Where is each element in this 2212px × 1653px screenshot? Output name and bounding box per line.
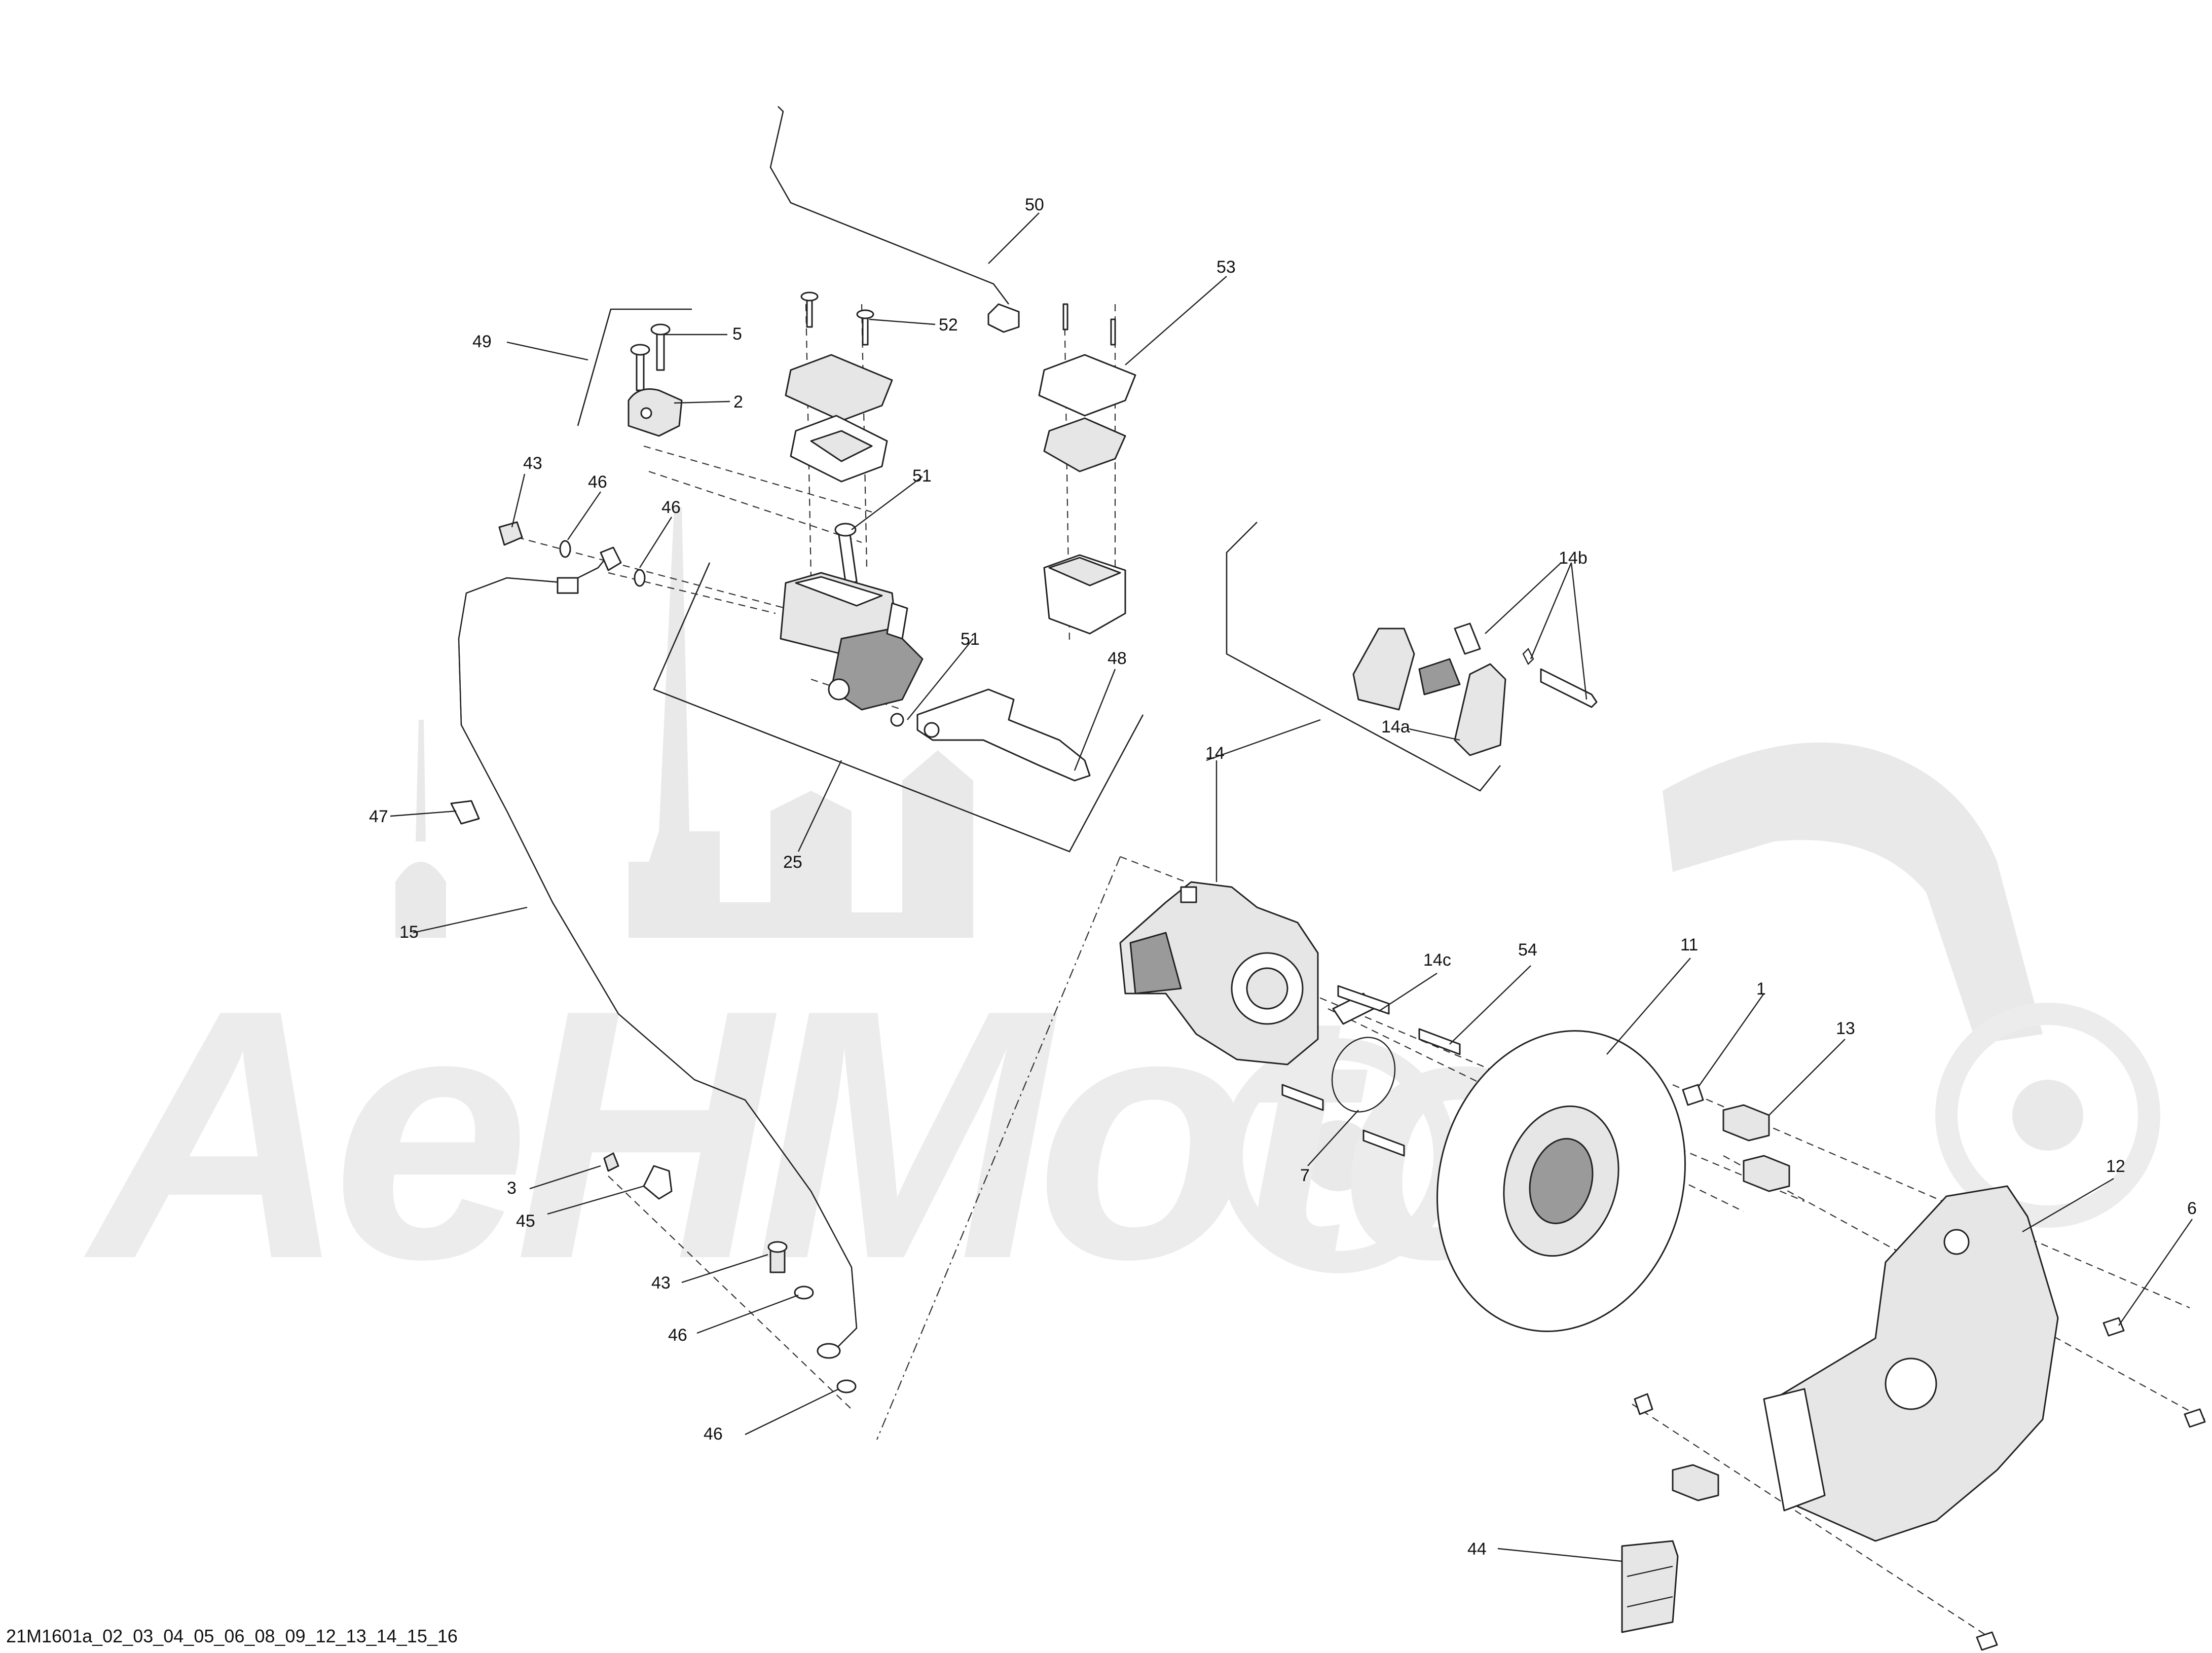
reservoir-53: [1038, 354, 1136, 635]
brake-pads-14a: [1352, 628, 1506, 756]
bolt-1: [1682, 1084, 1704, 1106]
callout-47: 47: [369, 807, 388, 826]
lever-48: [890, 688, 1091, 782]
group-25-box: [653, 562, 1144, 853]
callout-25: 25: [783, 853, 802, 872]
callout-1: 1: [1756, 979, 1766, 999]
callout-44: 44: [1467, 1539, 1487, 1559]
callout-46-c: 46: [668, 1326, 687, 1345]
callout-52: 52: [939, 315, 958, 335]
callout-3: 3: [507, 1179, 517, 1198]
o-ring-7: [1331, 1037, 1396, 1113]
spacers-13: [1634, 1104, 1790, 1501]
screws-52: [800, 291, 1116, 346]
callout-12: 12: [2106, 1157, 2125, 1176]
group-lines: [577, 308, 1501, 853]
nut-3: [603, 1152, 619, 1172]
drawing-code: 21M1601a_02_03_04_05_06_08_09_12_13_14_1…: [6, 1626, 458, 1646]
callout-46-b: 46: [661, 498, 681, 517]
callout-14c: 14c: [1423, 950, 1451, 970]
watermark-spire: [629, 507, 973, 938]
leader-lines: [390, 212, 2193, 1562]
callout-14: 14: [1205, 744, 1225, 763]
callout-54: 54: [1518, 940, 1537, 960]
callout-labels: 50 53 49 5 52 2 43 46 46 51 51 48 25 47 …: [369, 195, 2197, 1559]
brake-rod-50: [769, 106, 1020, 333]
group-49-bracket: [577, 308, 692, 426]
banjo-bolt-top: [498, 521, 646, 587]
watermark-dome: [395, 720, 446, 938]
callout-48: 48: [1108, 649, 1127, 668]
callout-51-a: 51: [912, 466, 932, 486]
disc-guard-12: [1763, 1185, 2059, 1542]
callout-15: 15: [399, 923, 419, 942]
callout-43-top: 43: [523, 454, 542, 473]
brake-disc-11: [1436, 1030, 1686, 1332]
bolts-54: [1281, 985, 1461, 1157]
callout-45: 45: [516, 1211, 535, 1231]
group-14-box: [1226, 522, 1501, 792]
callout-2: 2: [733, 392, 743, 412]
watermark: AeHMoto: [80, 507, 2160, 1333]
brake-hose-15: [458, 546, 858, 1359]
callout-6: 6: [2187, 1199, 2197, 1218]
screws-6: [1976, 1317, 2206, 1651]
clamp-assembly-49: [628, 323, 683, 437]
callout-11: 11: [1680, 935, 1698, 954]
callout-46-d: 46: [704, 1424, 723, 1444]
clamp-45: [643, 1165, 673, 1200]
callout-5: 5: [732, 324, 742, 344]
pin-51: [834, 523, 858, 584]
master-cylinder-25: [780, 572, 924, 711]
callout-7: 7: [1300, 1166, 1310, 1185]
callout-51-b: 51: [961, 630, 980, 649]
callout-14a: 14a: [1381, 717, 1410, 737]
pad-pins-14b: [1454, 622, 1598, 708]
banjo-bolt-bottom: [767, 1241, 857, 1393]
callout-46-a: 46: [588, 472, 607, 492]
callout-50: 50: [1025, 195, 1044, 214]
watermark-text: AeHMoto: [80, 936, 1551, 1333]
callout-13: 13: [1836, 1019, 1855, 1038]
callout-43-bottom: 43: [651, 1273, 671, 1293]
callout-49: 49: [472, 332, 492, 351]
clip-47: [450, 800, 480, 825]
callout-14b: 14b: [1559, 548, 1588, 568]
reservoir-cover-left: [785, 354, 893, 483]
caliper-14: [1119, 881, 1319, 1066]
callout-53: 53: [1216, 258, 1236, 277]
decal-44: [1621, 1540, 1679, 1633]
